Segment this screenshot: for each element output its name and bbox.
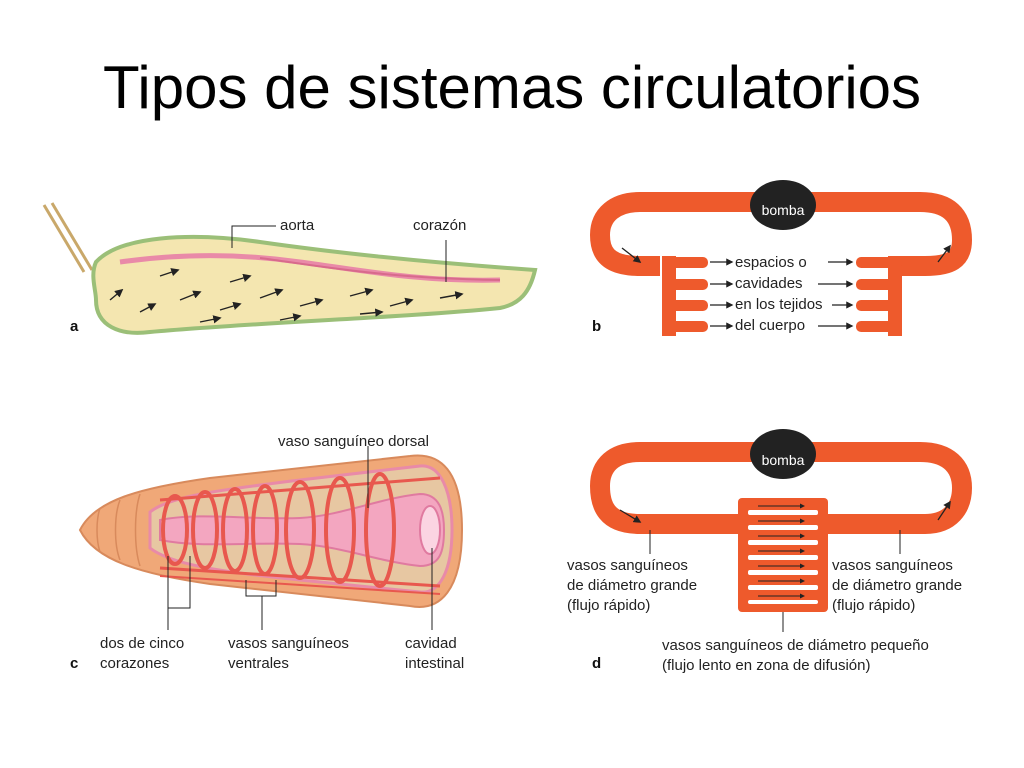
capillary-flow-arrows bbox=[758, 503, 805, 599]
vessel-manifold-right bbox=[888, 256, 902, 336]
panel-letter-c: c bbox=[70, 655, 78, 672]
label-cavity-line2: intestinal bbox=[405, 655, 464, 672]
label-tejidos: en los tejidos bbox=[735, 296, 823, 313]
insect-body bbox=[91, 235, 538, 335]
worm-segments bbox=[96, 493, 141, 567]
panel-d-closed-system: bomba vasos sanguíneos de diámetro grand… bbox=[567, 429, 972, 674]
label-bottom-line1: vasos sanguíneos de diámetro pequeño bbox=[662, 637, 929, 654]
panel-b-open-system: bomba espacios o cavidades en los te bbox=[590, 180, 972, 336]
panel-letter-d: d bbox=[592, 655, 601, 672]
label-espacios: espacios o bbox=[735, 254, 807, 271]
label-cavity-line1: cavidad bbox=[405, 635, 457, 652]
pump-label-b: bomba bbox=[762, 202, 805, 218]
hemolymph-flow-arrows bbox=[109, 268, 464, 324]
label-hearts-line1: dos de cinco bbox=[100, 635, 184, 652]
panel-letter-a: a bbox=[70, 318, 79, 335]
label-cavidades: cavidades bbox=[735, 275, 803, 292]
loop-vessel-b bbox=[590, 192, 972, 276]
ventral-vessel-2 bbox=[159, 575, 441, 595]
pump-icon bbox=[750, 180, 816, 230]
slide-title: Tipos de sistemas circulatorios bbox=[102, 54, 922, 121]
pump-label-d: bomba bbox=[762, 452, 805, 468]
panel-letter-b: b bbox=[592, 318, 601, 335]
panel-a-insect: aorta corazón a bbox=[42, 202, 538, 335]
vessel-manifold-left bbox=[662, 256, 676, 336]
panel-c-earthworm: vaso sanguíneo dorsal dos de cinco coraz… bbox=[70, 433, 464, 672]
label-left-line2: de diámetro grande bbox=[567, 577, 697, 594]
label-hearts-line2: corazones bbox=[100, 655, 169, 672]
antenna-icon bbox=[42, 204, 86, 273]
label-aorta: aorta bbox=[280, 217, 315, 234]
pump-icon bbox=[750, 429, 816, 479]
label-ventral-line2: ventrales bbox=[228, 655, 289, 672]
capillaries bbox=[748, 510, 818, 604]
label-dorsal-vessel: vaso sanguíneo dorsal bbox=[278, 433, 429, 450]
label-right-line1: vasos sanguíneos bbox=[832, 557, 953, 574]
heart-tube bbox=[259, 257, 501, 281]
ventral-vessel bbox=[159, 566, 441, 588]
label-left-line1: vasos sanguíneos bbox=[567, 557, 688, 574]
label-bottom-line2: (flujo lento en zona de difusión) bbox=[662, 657, 870, 674]
dorsal-vessel bbox=[159, 476, 441, 502]
label-left-line3: (flujo rápido) bbox=[567, 597, 650, 614]
label-right-line2: de diámetro grande bbox=[832, 577, 962, 594]
label-right-line3: (flujo rápido) bbox=[832, 597, 915, 614]
antenna-icon bbox=[50, 202, 94, 271]
label-ventral-line1: vasos sanguíneos bbox=[228, 635, 349, 652]
label-corazon: corazón bbox=[413, 217, 466, 234]
label-cuerpo: del cuerpo bbox=[735, 317, 805, 334]
